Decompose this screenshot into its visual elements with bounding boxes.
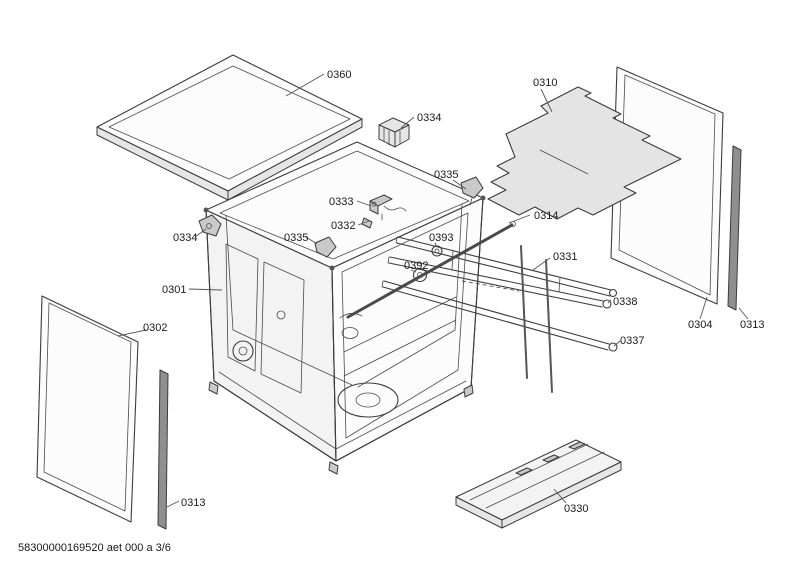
part-label-0393: 0393	[429, 232, 453, 244]
part-bracket-0335-left	[314, 236, 337, 258]
part-rail-0331	[395, 236, 618, 298]
part-insulation-mat-0310	[487, 86, 682, 220]
leader-lines	[117, 73, 749, 508]
part-rail-supports	[451, 245, 561, 393]
part-label-0334-top: 0334	[417, 112, 441, 124]
part-cabinet-0301	[203, 141, 486, 475]
part-label-0301: 0301	[162, 284, 186, 296]
part-rail-0338	[387, 256, 612, 309]
part-label-0331: 0331	[553, 251, 577, 263]
part-label-0313-left: 0313	[181, 497, 205, 509]
part-label-0333: 0333	[329, 196, 353, 208]
part-rail-0337	[381, 280, 618, 352]
part-base-channel-0330	[455, 439, 622, 529]
part-valve-assembly-0333-0332	[361, 194, 407, 229]
part-label-0392: 0392	[404, 260, 428, 272]
part-label-0314: 0314	[534, 210, 558, 222]
part-side-panel-0302	[36, 295, 139, 523]
part-label-0332: 0332	[331, 220, 355, 232]
part-junction-box-0334-top	[378, 117, 410, 148]
part-label-0334-left: 0334	[173, 232, 197, 244]
part-seal-strip-0313-right	[727, 145, 742, 311]
part-label-0304: 0304	[688, 319, 712, 331]
part-label-0338: 0338	[613, 296, 637, 308]
part-label-0335-right: 0335	[434, 169, 458, 181]
part-hinge-bracket-0334-left	[198, 214, 222, 237]
document-number: 58300000169520 aet 000 a 3/6	[18, 542, 171, 554]
part-labels: 0360 0334 0310 0335 0333 0332 0314 0393 …	[143, 69, 764, 515]
part-label-0313-right: 0313	[740, 319, 764, 331]
part-bracket-0335-right	[460, 176, 484, 206]
part-label-0335-left: 0335	[284, 232, 308, 244]
part-label-0330: 0330	[564, 503, 588, 515]
part-seal-strip-0313-left	[157, 369, 169, 530]
part-label-0302: 0302	[143, 322, 167, 334]
part-label-0310: 0310	[533, 77, 557, 89]
part-label-0360: 0360	[327, 69, 351, 81]
part-label-0337: 0337	[620, 335, 644, 347]
